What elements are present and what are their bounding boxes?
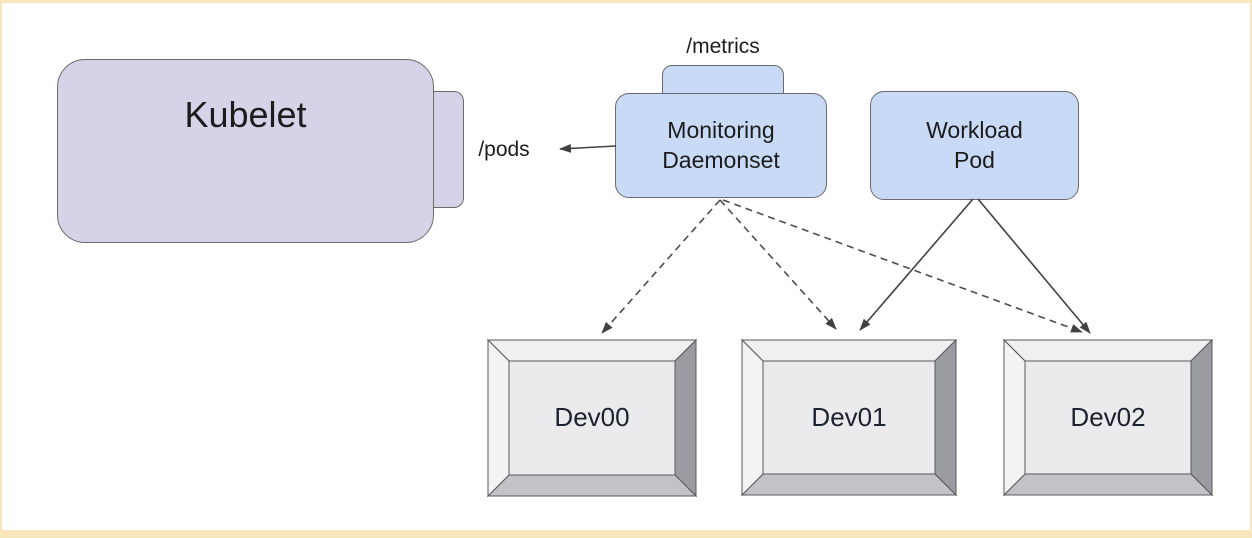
connector-layer [486, 144, 1214, 498]
device-frame-dev02 [1002, 338, 1214, 497]
device-frame-dev01 [740, 338, 958, 497]
edge-daemonset-to-pods [559, 144, 617, 153]
edge-workload-to-dev01 [859, 198, 974, 331]
device-frame-dev00 [486, 338, 698, 498]
edge-daemonset-to-dev00 [601, 199, 721, 334]
monitoring-daemonset-node [615, 93, 827, 198]
edge-workload-to-dev02 [977, 198, 1091, 334]
kubelet-node [57, 59, 434, 243]
edge-daemonset-to-dev01 [719, 199, 837, 330]
edge-daemonset-to-dev02 [722, 199, 1083, 333]
workload-pod-node [870, 91, 1079, 200]
